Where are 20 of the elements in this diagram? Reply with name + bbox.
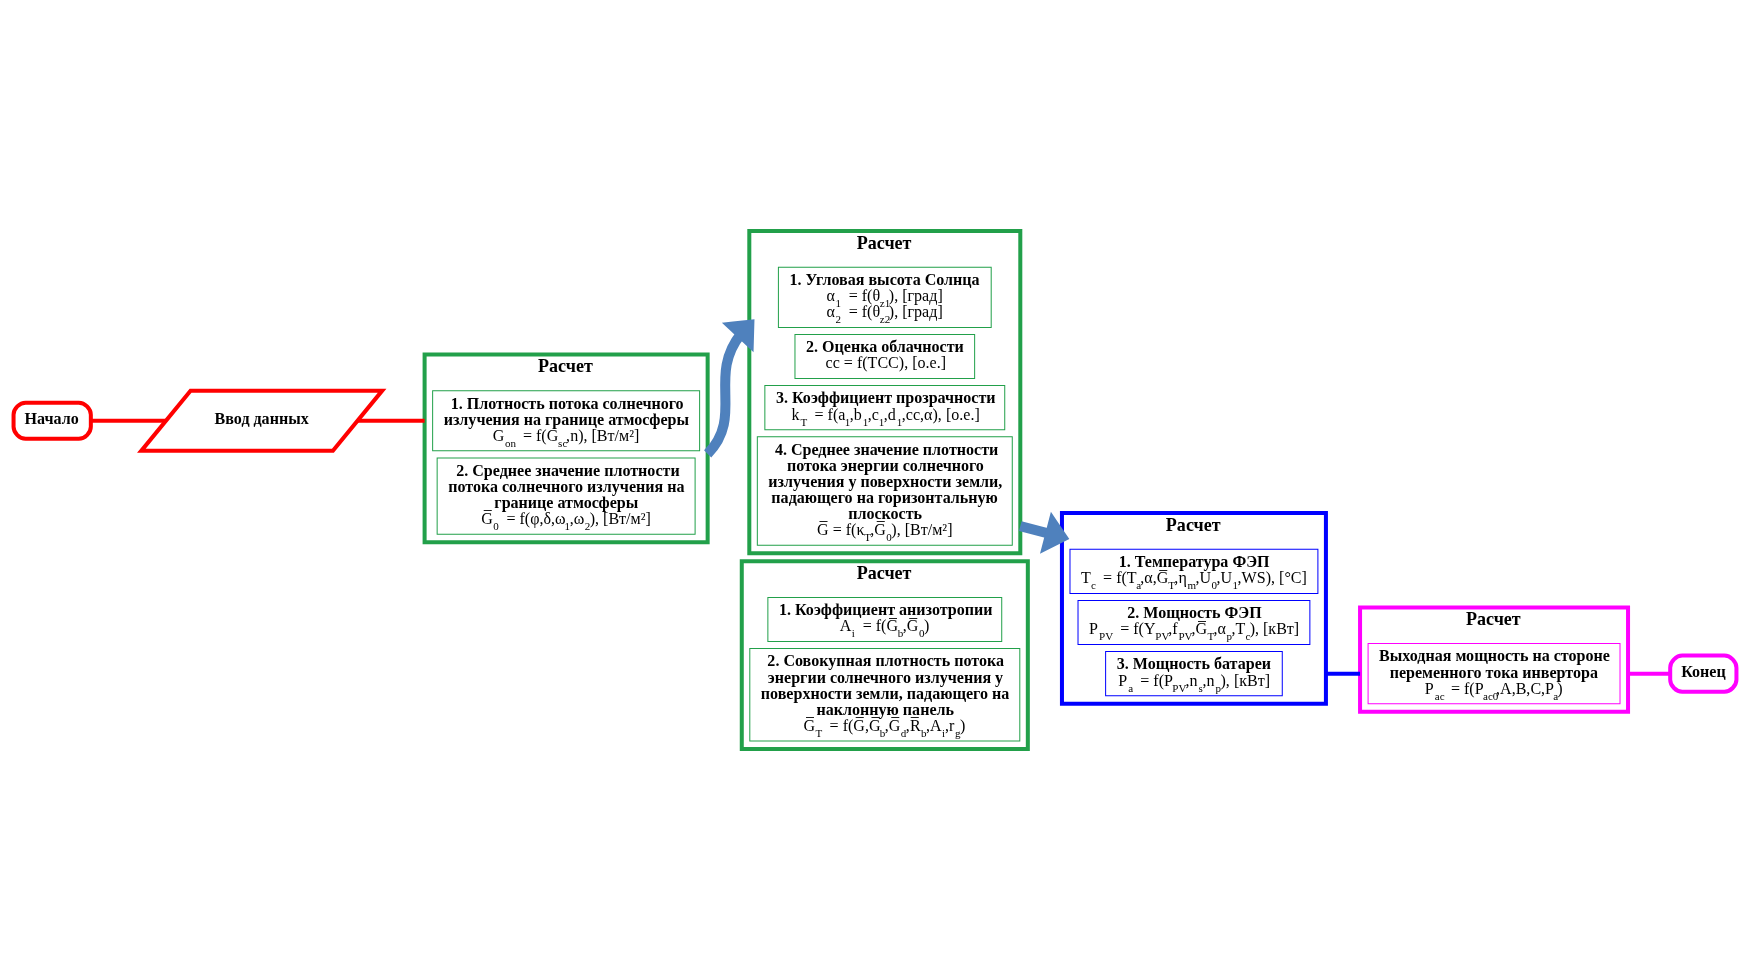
node-box: 4. Среднее значение плотности потока энергии солнечного излучения у поверхности земли, падающего на горизонтальную плоскость G̅ = f(κ$_{T}$,G̅$_{0}$), [Вт/м²] [756, 435, 1013, 546]
node-box: 2. Совокупная плотность потока энергии солнечного излучения у поверхности земли, падающего на наклонную панель G̅$_{T}$ = f(G̅,G̅$_{b}$,G̅$_{d}$,R̅$_{b}$,A$_{i}$,r$_{g}$) [749, 647, 1021, 741]
node-box: 1. Плотность потока солнечного излучения на границе атмосферы G$_{on}$ = f(G$_{sc}$,n), [Вт/м²] [432, 389, 701, 451]
arrow [703, 318, 755, 457]
arrow [1019, 511, 1070, 554]
node-box: 3. Коэффициент прозрачности k$_{T}$ = f(a$_{1}$,b$_{1}$,c$_{1}$,d$_{1}$,cc,α), [о.е.] [764, 384, 1006, 430]
connector [357, 418, 425, 423]
connector [1325, 671, 1361, 676]
node-box: 3. Мощность батареи P$_{a}$ = f(P$_{PV}$,n$_{s}$,n$_{p}$), [кВт] [1105, 650, 1283, 696]
node-box: 1. Коэффициент анизотропии A$_{i}$ = f(G̅$_{b}$,G̅$_{0}$) [767, 596, 1003, 642]
node-box: Конец [1668, 653, 1739, 694]
node-box: Начало [11, 400, 93, 441]
connector [91, 418, 166, 423]
node-box: Выходная мощность на стороне переменного тока инвертора P$_{ac}$ = f(P$_{ac0}$,A,B,C,P$_{a}$) [1367, 642, 1621, 704]
node-box: 2. Оценка облачности cc = f(TCC), [о.е.] [794, 333, 976, 379]
node-box: 1. Температура ФЭП T$_{c}$ = f(T$_{a}$,α,G̅$_{T}$,η$_{m}$,U$_{0}$,U$_{1}$,WS), [°C] [1069, 548, 1319, 594]
connector [1628, 671, 1671, 676]
node-box: 2. Мощность ФЭП P$_{PV}$ = f(Y$_{PV}$,f$_{PV}$,G̅$_{T}$,α$_{p}$,T$_{c}$), [кВт] [1077, 599, 1311, 645]
node-box: 2. Среднее значение плотности потока солнечного излучения на границе атмосферы G̅$_{0}$ = f(φ,δ,ω$_{1}$,ω$_{2}$), [Вт/м²] [436, 456, 696, 535]
node-box: 1. Угловая высота Солнца α$_{1}$ = f(θ$_{z1}$), [град] α$_{2}$ = f(θ$_{z2}$), [град] [777, 266, 992, 328]
